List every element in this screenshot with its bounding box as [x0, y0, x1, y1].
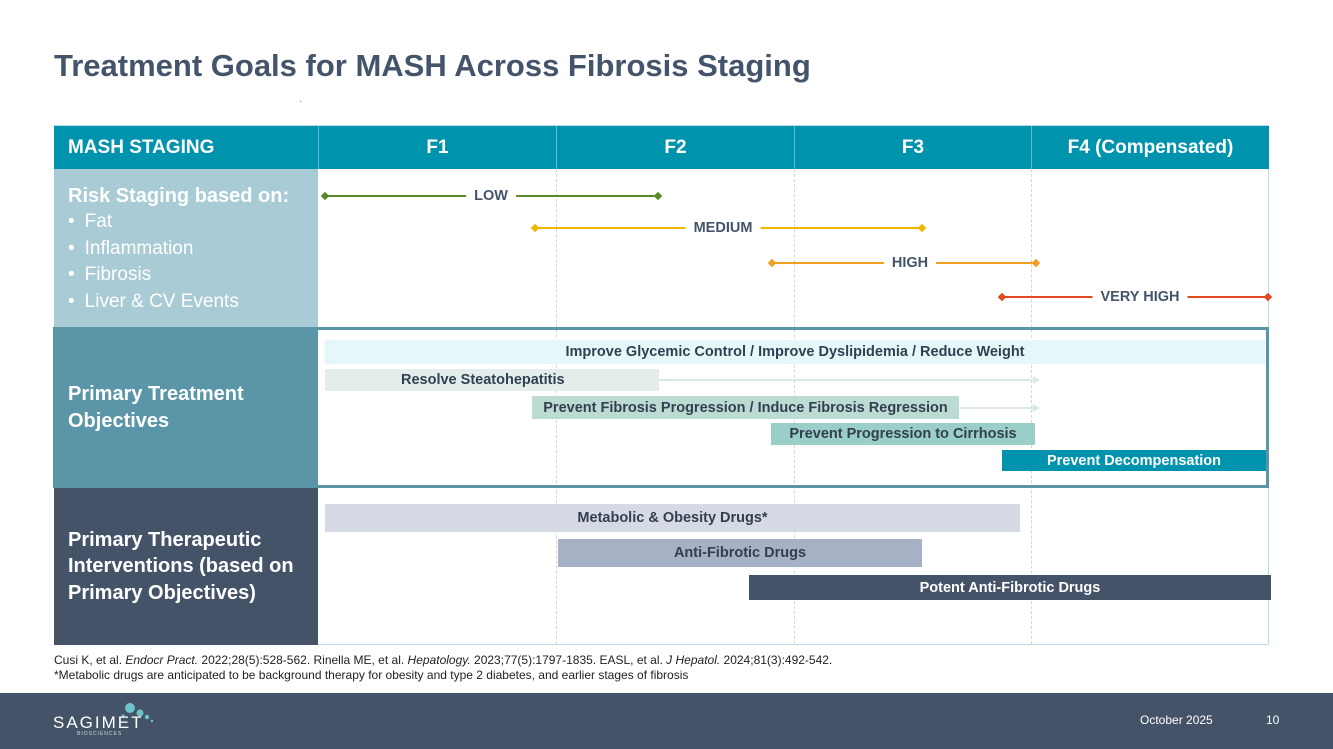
journal-name: Endocr Pract. [125, 653, 199, 667]
risk-factor-item: Liver & CV Events [68, 289, 318, 316]
medium-label: MEDIUM [685, 220, 761, 236]
header-stage-f2: F2 [556, 126, 794, 169]
therapeutic-interventions-cell: Primary Therapeutic Interventions (based… [54, 488, 318, 645]
steatohepatitis-extension-arrow [658, 379, 1034, 381]
risk-staging-heading: Risk Staging based on: [68, 185, 290, 207]
therapeutic-interventions-heading: Primary Therapeutic Interventions (based… [68, 528, 294, 604]
arrow-head-icon [1033, 376, 1040, 384]
stray-dot [300, 101, 301, 102]
very-high-label: VERY HIGH [1092, 289, 1188, 305]
objective-bar-fibrosis: Prevent Fibrosis Progression / Induce Fi… [532, 396, 959, 419]
header-stage-f1: F1 [318, 126, 556, 169]
objective-bar-steatohepatitis: Resolve Steatohepatitis [325, 369, 659, 391]
company-logo: SAGIMET [53, 713, 144, 732]
arrow-head-icon [1033, 404, 1040, 412]
primary-objectives-heading: Primary Treatment Objectives [68, 382, 244, 432]
citation-text: Cusi K, et al. [54, 653, 126, 667]
citation-text: 2022;28(5):528-562. Rinella ME, et al. [198, 653, 408, 667]
risk-factor-item: Fibrosis [68, 262, 318, 289]
intervention-bar-metabolic: Metabolic & Obesity Drugs* [325, 504, 1020, 532]
citation-text: 2023;77(5):1797-1835. EASL, et al. [470, 653, 667, 667]
risk-staging-cell: Risk Staging based on: Fat Inflammation … [54, 169, 318, 327]
high-label: HIGH [883, 255, 937, 271]
intervention-bar-antifibrotic: Anti-Fibrotic Drugs [558, 539, 922, 567]
objective-bar-cirrhosis: Prevent Progression to Cirrhosis [771, 423, 1035, 445]
objective-bar-glycemic: Improve Glycemic Control / Improve Dysli… [325, 340, 1265, 364]
objective-bar-decompensation: Prevent Decompensation [1002, 450, 1266, 471]
footnote: *Metabolic drugs are anticipated to be b… [54, 668, 689, 682]
intervention-bar-potent-antifibrotic: Potent Anti-Fibrotic Drugs [749, 575, 1271, 600]
references: Cusi K, et al. Endocr Pract. 2022;28(5):… [54, 653, 832, 683]
header-stage-f4: F4 (Compensated) [1031, 126, 1269, 169]
journal-name: J Hepatol. [666, 653, 721, 667]
risk-factor-list: Fat Inflammation Fibrosis Liver & CV Eve… [68, 209, 318, 315]
risk-factor-item: Inflammation [68, 236, 318, 263]
citation-text: 2024;81(3):492-542. [720, 653, 833, 667]
slide-title: Treatment Goals for MASH Across Fibrosis… [54, 48, 811, 83]
primary-objectives-cell: Primary Treatment Objectives [54, 327, 318, 488]
citation-line: Cusi K, et al. Endocr Pract. 2022;28(5):… [54, 653, 832, 668]
journal-name: Hepatology. [407, 653, 471, 667]
header-mash-staging: MASH STAGING [54, 126, 318, 169]
risk-factor-item: Fat [68, 209, 318, 236]
column-divider [1031, 169, 1032, 644]
fibrosis-extension-arrow [958, 407, 1034, 409]
page-number: 10 [1266, 713, 1280, 727]
logo-dots-icon [121, 703, 154, 723]
company-logo-subtitle: BIOSCIENCES [77, 731, 123, 737]
footer-bar [0, 693, 1333, 749]
footer-date: October 2025 [1140, 713, 1213, 727]
header-stage-f3: F3 [794, 126, 1031, 169]
low-label: LOW [466, 188, 516, 204]
